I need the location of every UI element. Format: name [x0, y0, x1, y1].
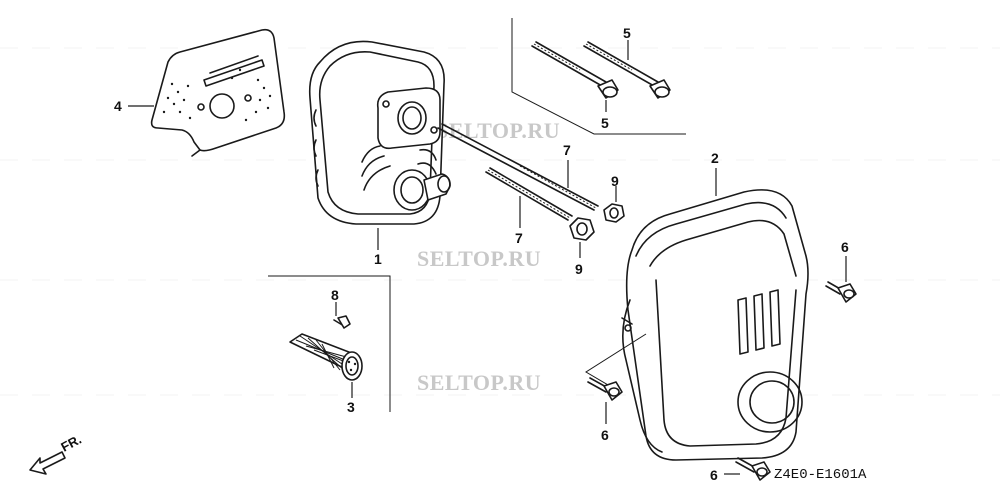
part-5-bolt-lower[interactable] [583, 41, 671, 99]
part-4-heat-shield[interactable] [150, 28, 286, 157]
callout-5-bottom: 5 [601, 115, 609, 131]
callout-5-top: 5 [623, 25, 631, 41]
part-2-muffler-protector[interactable] [621, 189, 809, 461]
part-5-bolt-upper[interactable] [531, 41, 619, 99]
watermark-2: SELTOP.RU [417, 246, 541, 271]
part-5-group-frame [511, 18, 686, 135]
part-1-muffler[interactable] [308, 40, 451, 225]
part-7-stud-upper[interactable] [437, 123, 599, 211]
watermark-3: SELTOP.RU [417, 370, 541, 395]
diagram-code: Z4E0-E1601A [774, 467, 867, 483]
part-9-nut-upper[interactable] [603, 203, 625, 223]
callout-7-top: 7 [563, 142, 571, 158]
callout-8: 8 [331, 287, 339, 303]
callout-9-bottom: 9 [575, 261, 583, 277]
part-6-bolt-middle[interactable] [587, 377, 623, 401]
part-3-spark-arrester[interactable] [289, 333, 363, 381]
background-watermark-pattern [0, 47, 1000, 396]
callout-1: 1 [374, 251, 382, 267]
watermark-1: SELTOP.RU [436, 118, 560, 143]
part-3-group-frame [268, 275, 391, 412]
callout-6-bottom: 6 [710, 467, 718, 483]
front-direction-label: FR. [58, 432, 84, 455]
part-9-nut-lower[interactable] [569, 217, 595, 241]
part-6-bolt-right[interactable] [825, 281, 857, 303]
part-8-screw[interactable] [333, 315, 351, 329]
front-direction-arrow-icon [29, 451, 66, 475]
callout-6-right: 6 [841, 239, 849, 255]
callout-7-bottom: 7 [515, 230, 523, 246]
callout-9-top: 9 [611, 173, 619, 189]
part-6-bolt-bottom[interactable] [735, 457, 771, 481]
part-7-stud-lower[interactable] [485, 167, 573, 221]
callout-6-middle: 6 [601, 427, 609, 443]
callout-3: 3 [347, 399, 355, 415]
callout-4: 4 [114, 98, 122, 114]
callout-2: 2 [711, 150, 719, 166]
